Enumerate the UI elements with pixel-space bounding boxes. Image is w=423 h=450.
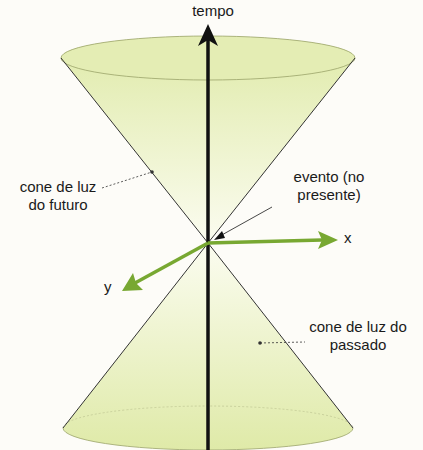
cone-edge <box>208 243 353 428</box>
event-label: evento (no presente) <box>274 168 384 204</box>
axis-label: tempo <box>183 2 243 20</box>
axis-label: y <box>104 278 124 296</box>
leader-dot <box>258 341 262 345</box>
leader-arrowhead <box>214 231 225 240</box>
cone-edge <box>63 243 208 428</box>
leader-line <box>220 207 272 236</box>
leader-line <box>102 172 152 188</box>
x-axis <box>208 240 322 243</box>
cone-edge <box>208 58 355 243</box>
leader-dot <box>150 170 154 174</box>
cone-label: cone de luz do passado <box>308 318 408 354</box>
y-arrowhead <box>122 273 143 291</box>
y-axis <box>135 243 208 283</box>
axis-label: x <box>344 229 364 247</box>
x-arrowhead <box>318 231 338 249</box>
cone-edge <box>61 58 208 243</box>
leader-line <box>260 342 305 343</box>
time-arrowhead <box>198 24 218 46</box>
cone-label: cone de luz do futuro <box>14 178 102 214</box>
